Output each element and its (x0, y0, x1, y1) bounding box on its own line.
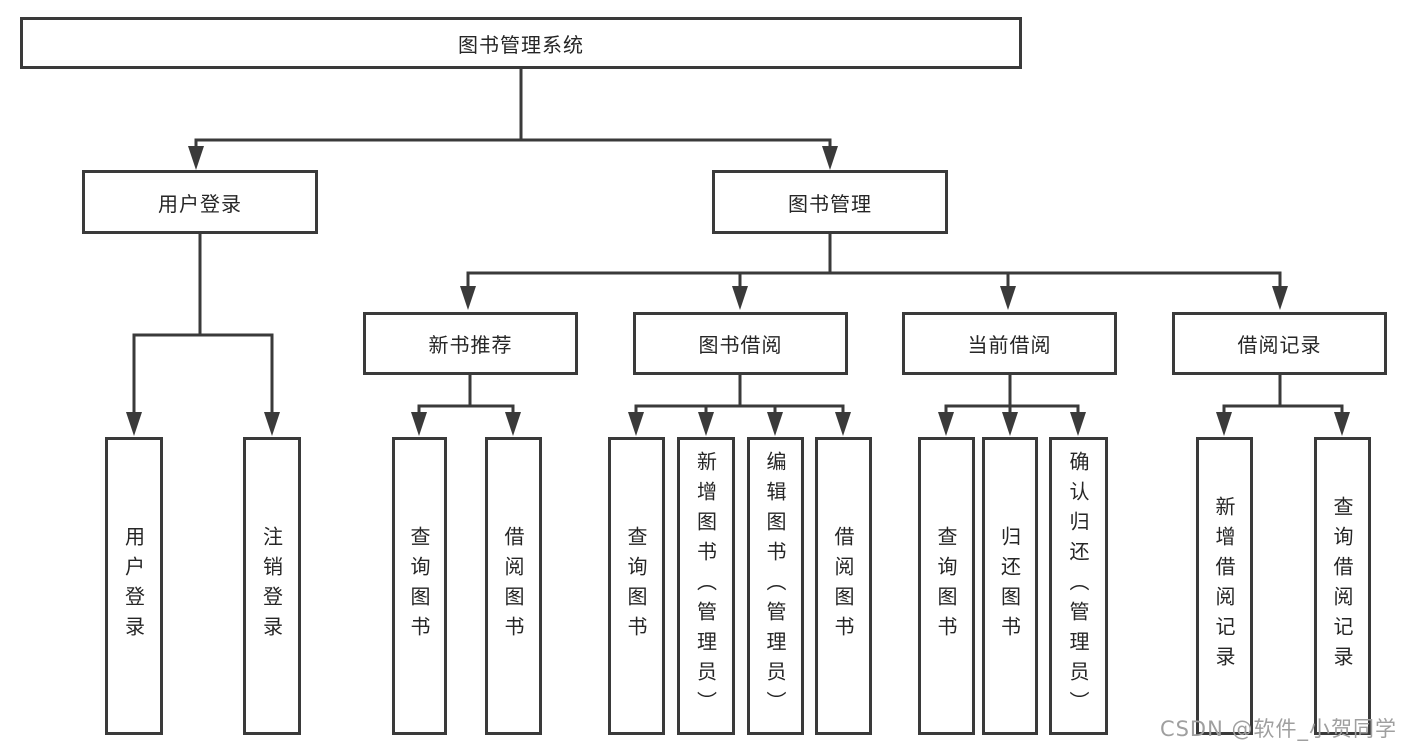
node-borrow-record: 借阅记录 (1172, 312, 1387, 375)
connector-root (194, 68, 832, 148)
arrow-head (1002, 412, 1018, 436)
node-current-borrow: 当前借阅 (902, 312, 1117, 375)
leaf-borrow-add: 新增图书（管理员） (677, 437, 735, 735)
connector-borrow-record (1222, 375, 1344, 413)
leaf-borrow-book: 借阅图书 (815, 437, 872, 735)
node-user-login-label: 用户登录 (158, 191, 242, 216)
arrow-head (460, 286, 476, 310)
connector-user-login (132, 234, 274, 413)
leaf-borrow-query: 查询图书 (608, 437, 665, 735)
connector-user-login-lines (132, 234, 274, 413)
leaf-newbook-borrow: 借阅图书 (485, 437, 542, 735)
leaf-logout-label: 注销登录 (259, 526, 284, 646)
leaf-newbook-query: 查询图书 (392, 437, 447, 735)
connector-book-borrow-arrows (628, 412, 851, 436)
leaf-current-return-label: 归还图书 (997, 526, 1022, 646)
connector-book-mgmt-arrows (460, 286, 1288, 310)
leaf-user-login: 用户登录 (105, 437, 163, 735)
arrow-head (732, 286, 748, 310)
arrow-head (1070, 412, 1086, 436)
leaf-newbook-borrow-label: 借阅图书 (501, 526, 525, 646)
arrow-head (938, 412, 954, 436)
connector-book-borrow-lines (634, 375, 845, 413)
node-user-login: 用户登录 (82, 170, 318, 234)
arrow-head (835, 412, 851, 436)
connector-book-mgmt-lines (466, 234, 1282, 287)
node-borrow-record-label: 借阅记录 (1237, 333, 1322, 357)
arrow-head (264, 412, 280, 436)
arrow-head (767, 412, 783, 436)
arrow-head (1272, 286, 1288, 310)
connector-root-arrows (188, 146, 838, 170)
leaf-record-add-label: 新增借阅记录 (1212, 496, 1236, 676)
leaf-borrow-edit: 编辑图书（管理员） (747, 437, 804, 735)
node-book-mgmt-label: 图书管理 (788, 191, 872, 216)
node-new-book-recommend: 新书推荐 (363, 312, 578, 375)
leaf-borrow-add-label: 新增图书（管理员） (693, 451, 718, 721)
leaf-borrow-query-label: 查询图书 (624, 526, 648, 646)
leaf-record-add: 新增借阅记录 (1196, 437, 1253, 735)
node-book-borrow: 图书借阅 (633, 312, 848, 375)
leaf-user-login-label: 用户登录 (121, 526, 146, 646)
connector-borrow-record-lines (1222, 375, 1344, 413)
connector-current-borrow-arrows (938, 412, 1086, 436)
connector-new-book-arrows (411, 412, 521, 436)
node-book-borrow-label: 图书借阅 (698, 333, 783, 357)
node-root-label: 图书管理系统 (458, 32, 584, 57)
connector-root-lines (194, 68, 832, 148)
connector-book-mgmt (466, 234, 1282, 287)
leaf-current-confirm-return-label: 确认归还（管理员） (1066, 451, 1090, 721)
leaf-record-query-label: 查询借阅记录 (1330, 496, 1354, 676)
leaf-current-return: 归还图书 (982, 437, 1038, 735)
connector-user-login-arrows (126, 412, 280, 436)
arrow-head (411, 412, 427, 436)
node-current-borrow-label: 当前借阅 (967, 333, 1052, 357)
node-book-mgmt: 图书管理 (712, 170, 948, 234)
leaf-current-confirm-return: 确认归还（管理员） (1049, 437, 1108, 735)
arrow-head (188, 146, 204, 170)
leaf-current-query-label: 查询图书 (934, 526, 958, 646)
connector-borrow-record-arrows (1216, 412, 1350, 436)
arrow-head (505, 412, 521, 436)
leaf-current-query: 查询图书 (918, 437, 975, 735)
arrow-head (1000, 286, 1016, 310)
arrow-head (1334, 412, 1350, 436)
connector-new-book-lines (417, 375, 515, 413)
leaf-newbook-query-label: 查询图书 (407, 526, 431, 646)
node-root: 图书管理系统 (20, 17, 1022, 69)
watermark: CSDN @软件_小贺同学 (1159, 717, 1397, 741)
arrow-head (126, 412, 142, 436)
leaf-record-query: 查询借阅记录 (1314, 437, 1371, 735)
arrow-head (1216, 412, 1232, 436)
arrow-head (698, 412, 714, 436)
connector-new-book (417, 375, 515, 413)
connector-current-borrow (944, 375, 1080, 413)
leaf-logout: 注销登录 (243, 437, 301, 735)
arrow-head (822, 146, 838, 170)
leaf-borrow-book-label: 借阅图书 (831, 526, 855, 646)
node-new-book-recommend-label: 新书推荐 (428, 333, 513, 357)
connector-book-borrow (634, 375, 845, 413)
leaf-borrow-edit-label: 编辑图书（管理员） (763, 451, 787, 721)
connector-current-borrow-lines (944, 375, 1080, 413)
arrow-head (628, 412, 644, 436)
